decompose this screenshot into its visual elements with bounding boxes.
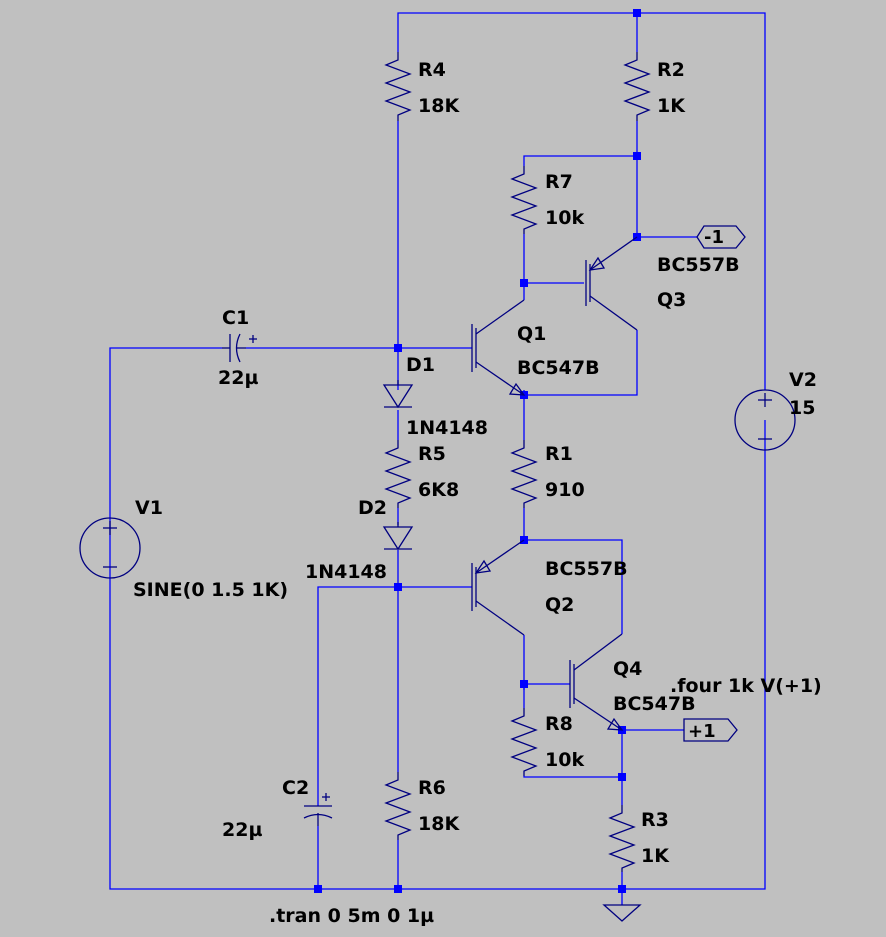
capacitor-c1: C1 22µ bbox=[218, 307, 258, 389]
q4-value: BC547B bbox=[613, 693, 696, 715]
r8-value: 10k bbox=[545, 749, 584, 771]
q2-name: Q2 bbox=[545, 594, 574, 616]
voltage-source-v2: V2 15 bbox=[734, 369, 817, 451]
net-flag-plus-label: +1 bbox=[688, 721, 716, 742]
diode-d1: D1 1N4148 bbox=[382, 354, 488, 439]
resistor-r8: R8 10k bbox=[510, 708, 584, 776]
q1-value: BC547B bbox=[517, 357, 600, 379]
v1-name: V1 bbox=[135, 497, 163, 519]
c2-value: 22µ bbox=[222, 819, 262, 841]
resistor-r5: R5 6K8 bbox=[384, 440, 459, 508]
c2-name: C2 bbox=[282, 777, 309, 799]
r1-value: 910 bbox=[545, 479, 585, 501]
c1-name: C1 bbox=[222, 307, 249, 329]
q4-name: Q4 bbox=[613, 658, 642, 680]
d2-name: D2 bbox=[358, 497, 387, 519]
r8-name: R8 bbox=[545, 713, 573, 735]
voltage-source-v1: V1 SINE(0 1.5 1K) bbox=[79, 497, 288, 601]
c1-value: 22µ bbox=[218, 367, 258, 389]
r3-value: 1K bbox=[641, 845, 670, 867]
net-flag-minus-label: -1 bbox=[704, 227, 724, 248]
r3-name: R3 bbox=[641, 809, 669, 831]
net-flag-plus: +1 bbox=[683, 718, 738, 742]
r5-value: 6K8 bbox=[418, 479, 459, 501]
junctions bbox=[314, 9, 641, 893]
d1-value: 1N4148 bbox=[406, 417, 488, 439]
r2-value: 1K bbox=[657, 95, 686, 117]
r1-name: R1 bbox=[545, 443, 573, 465]
transistor-q4: Q4 BC547B bbox=[569, 633, 696, 731]
capacitor-c2: C2 22µ bbox=[222, 777, 333, 841]
tran-directive: .tran 0 5m 0 1µ bbox=[269, 905, 434, 927]
r4-name: R4 bbox=[418, 59, 446, 81]
v2-value: 15 bbox=[789, 397, 815, 419]
r2-name: R2 bbox=[657, 59, 685, 81]
ground-symbol bbox=[602, 904, 642, 922]
resistor-r3: R3 1K bbox=[608, 805, 670, 872]
resistor-r4: R4 18K bbox=[384, 52, 460, 121]
q1-name: Q1 bbox=[517, 323, 546, 345]
r6-name: R6 bbox=[418, 777, 446, 799]
q3-name: Q3 bbox=[657, 289, 686, 311]
v2-name: V2 bbox=[789, 369, 817, 391]
r5-name: R5 bbox=[418, 443, 446, 465]
transistor-q1: Q1 BC547B bbox=[471, 299, 600, 396]
d2-value: 1N4148 bbox=[305, 561, 387, 583]
resistor-r6: R6 18K bbox=[384, 772, 460, 840]
q2-value: BC557B bbox=[545, 558, 628, 580]
r7-value: 10k bbox=[545, 207, 584, 229]
resistor-r7: R7 10k bbox=[510, 166, 584, 234]
r4-value: 18K bbox=[418, 95, 460, 117]
resistor-r2: R2 1K bbox=[623, 52, 686, 121]
d1-name: D1 bbox=[406, 354, 435, 376]
transistor-q3: BC557B Q3 bbox=[585, 236, 740, 331]
diode-d2: D2 1N4148 bbox=[305, 497, 414, 583]
resistor-r1: R1 910 bbox=[510, 440, 585, 508]
transistor-q2: BC557B Q2 bbox=[471, 539, 628, 636]
four-directive: .four 1k V(+1) bbox=[670, 675, 822, 697]
v1-value: SINE(0 1.5 1K) bbox=[133, 579, 288, 601]
net-flag-minus: -1 bbox=[696, 225, 746, 249]
r7-name: R7 bbox=[545, 171, 573, 193]
q3-value: BC557B bbox=[657, 254, 740, 276]
r6-value: 18K bbox=[418, 813, 460, 835]
